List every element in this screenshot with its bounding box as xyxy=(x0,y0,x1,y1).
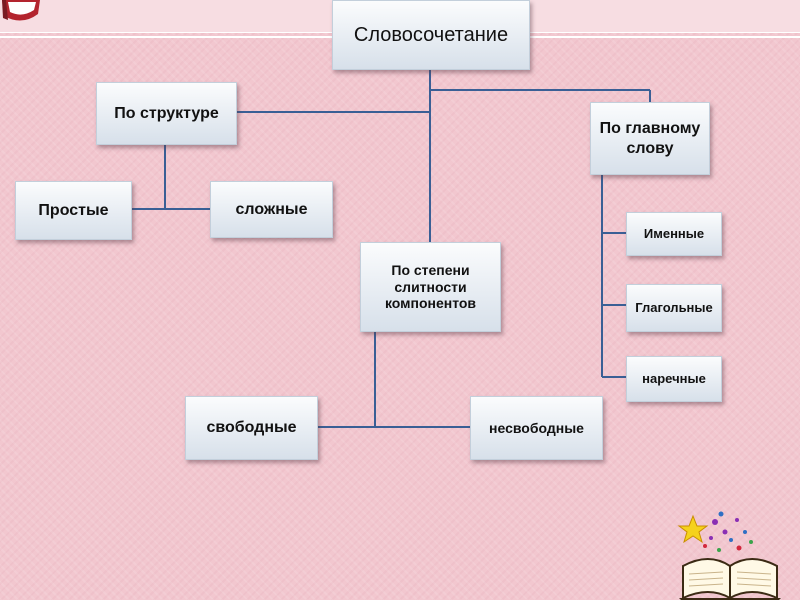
adverbial-node: наречные xyxy=(626,356,722,402)
nominal-node: Именные xyxy=(626,212,722,256)
root-node: Словосочетание xyxy=(332,0,530,70)
free-node: свободные xyxy=(185,396,318,460)
fusion-node: По степени слитности компонентов xyxy=(360,242,501,332)
verbal-node: Глагольные xyxy=(626,284,722,332)
nonfree-node: несвободные xyxy=(470,396,603,460)
red-book-corner-icon xyxy=(2,0,40,21)
complex-node: сложные xyxy=(210,181,333,238)
main-word-node: По главному слову xyxy=(590,102,710,175)
structure-node: По структуре xyxy=(96,82,237,145)
simple-node: Простые xyxy=(15,181,132,240)
open-book-stars-icon xyxy=(677,511,781,600)
